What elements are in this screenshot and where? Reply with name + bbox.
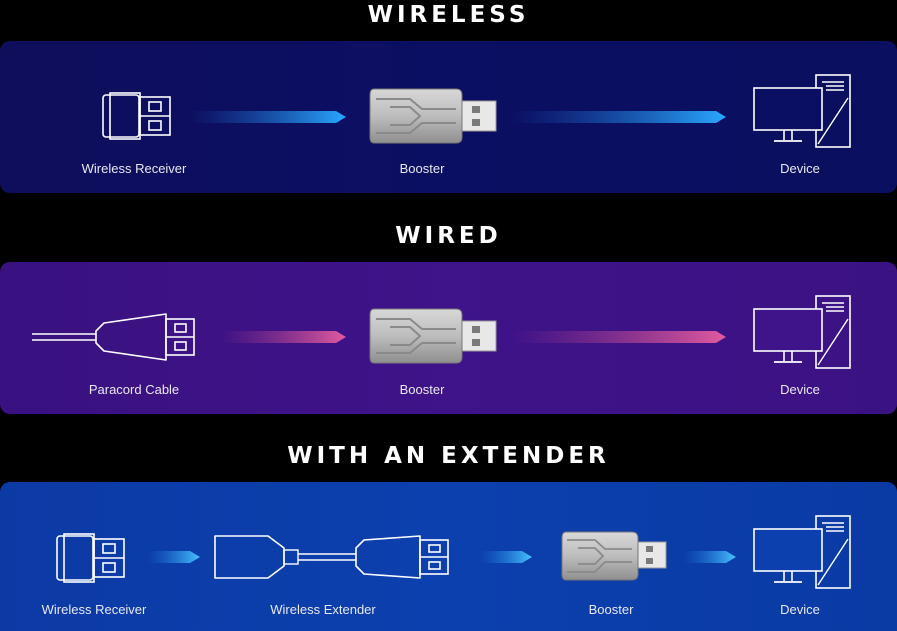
label-device: Device	[780, 161, 820, 176]
section-title-extender: WITH AN EXTENDER	[287, 443, 610, 469]
arrow-right-icon	[512, 111, 726, 123]
arrow-right-icon	[220, 331, 346, 343]
usb-booster-icon	[369, 88, 497, 144]
monitor-tower-icon	[753, 295, 851, 369]
monitor-tower-icon	[753, 515, 851, 589]
arrow-right-icon	[190, 111, 346, 123]
label-booster: Booster	[399, 161, 445, 176]
wireless-panel: Wireless Receiver Booster Device	[0, 41, 897, 193]
wired-panel: Paracord Cable Booster Device	[0, 262, 897, 414]
label-wireless-receiver: Wireless Receiver	[81, 161, 187, 176]
usb-receiver-icon	[102, 92, 171, 140]
arrow-right-icon	[148, 551, 200, 563]
label-booster: Booster	[588, 602, 634, 617]
usb-booster-icon	[369, 308, 497, 364]
label-wireless-extender: Wireless Extender	[270, 602, 376, 617]
arrow-right-icon	[512, 331, 726, 343]
usb-booster-icon	[561, 531, 667, 581]
monitor-tower-icon	[753, 74, 851, 148]
label-device: Device	[780, 382, 820, 397]
wireless-extender-icon	[214, 535, 449, 579]
usb-receiver-icon	[56, 533, 125, 583]
label-booster: Booster	[399, 382, 445, 397]
paracord-cable-icon	[32, 313, 195, 361]
section-title-wireless: WIRELESS	[367, 2, 530, 28]
extender-panel: Wireless Receiver Wireless Extender Boos…	[0, 482, 897, 631]
arrow-right-icon	[480, 551, 532, 563]
label-paracord-cable: Paracord Cable	[88, 382, 180, 397]
arrow-right-icon	[684, 551, 736, 563]
label-device: Device	[780, 602, 820, 617]
label-wireless-receiver: Wireless Receiver	[41, 602, 147, 617]
section-title-wired: WIRED	[395, 223, 502, 249]
